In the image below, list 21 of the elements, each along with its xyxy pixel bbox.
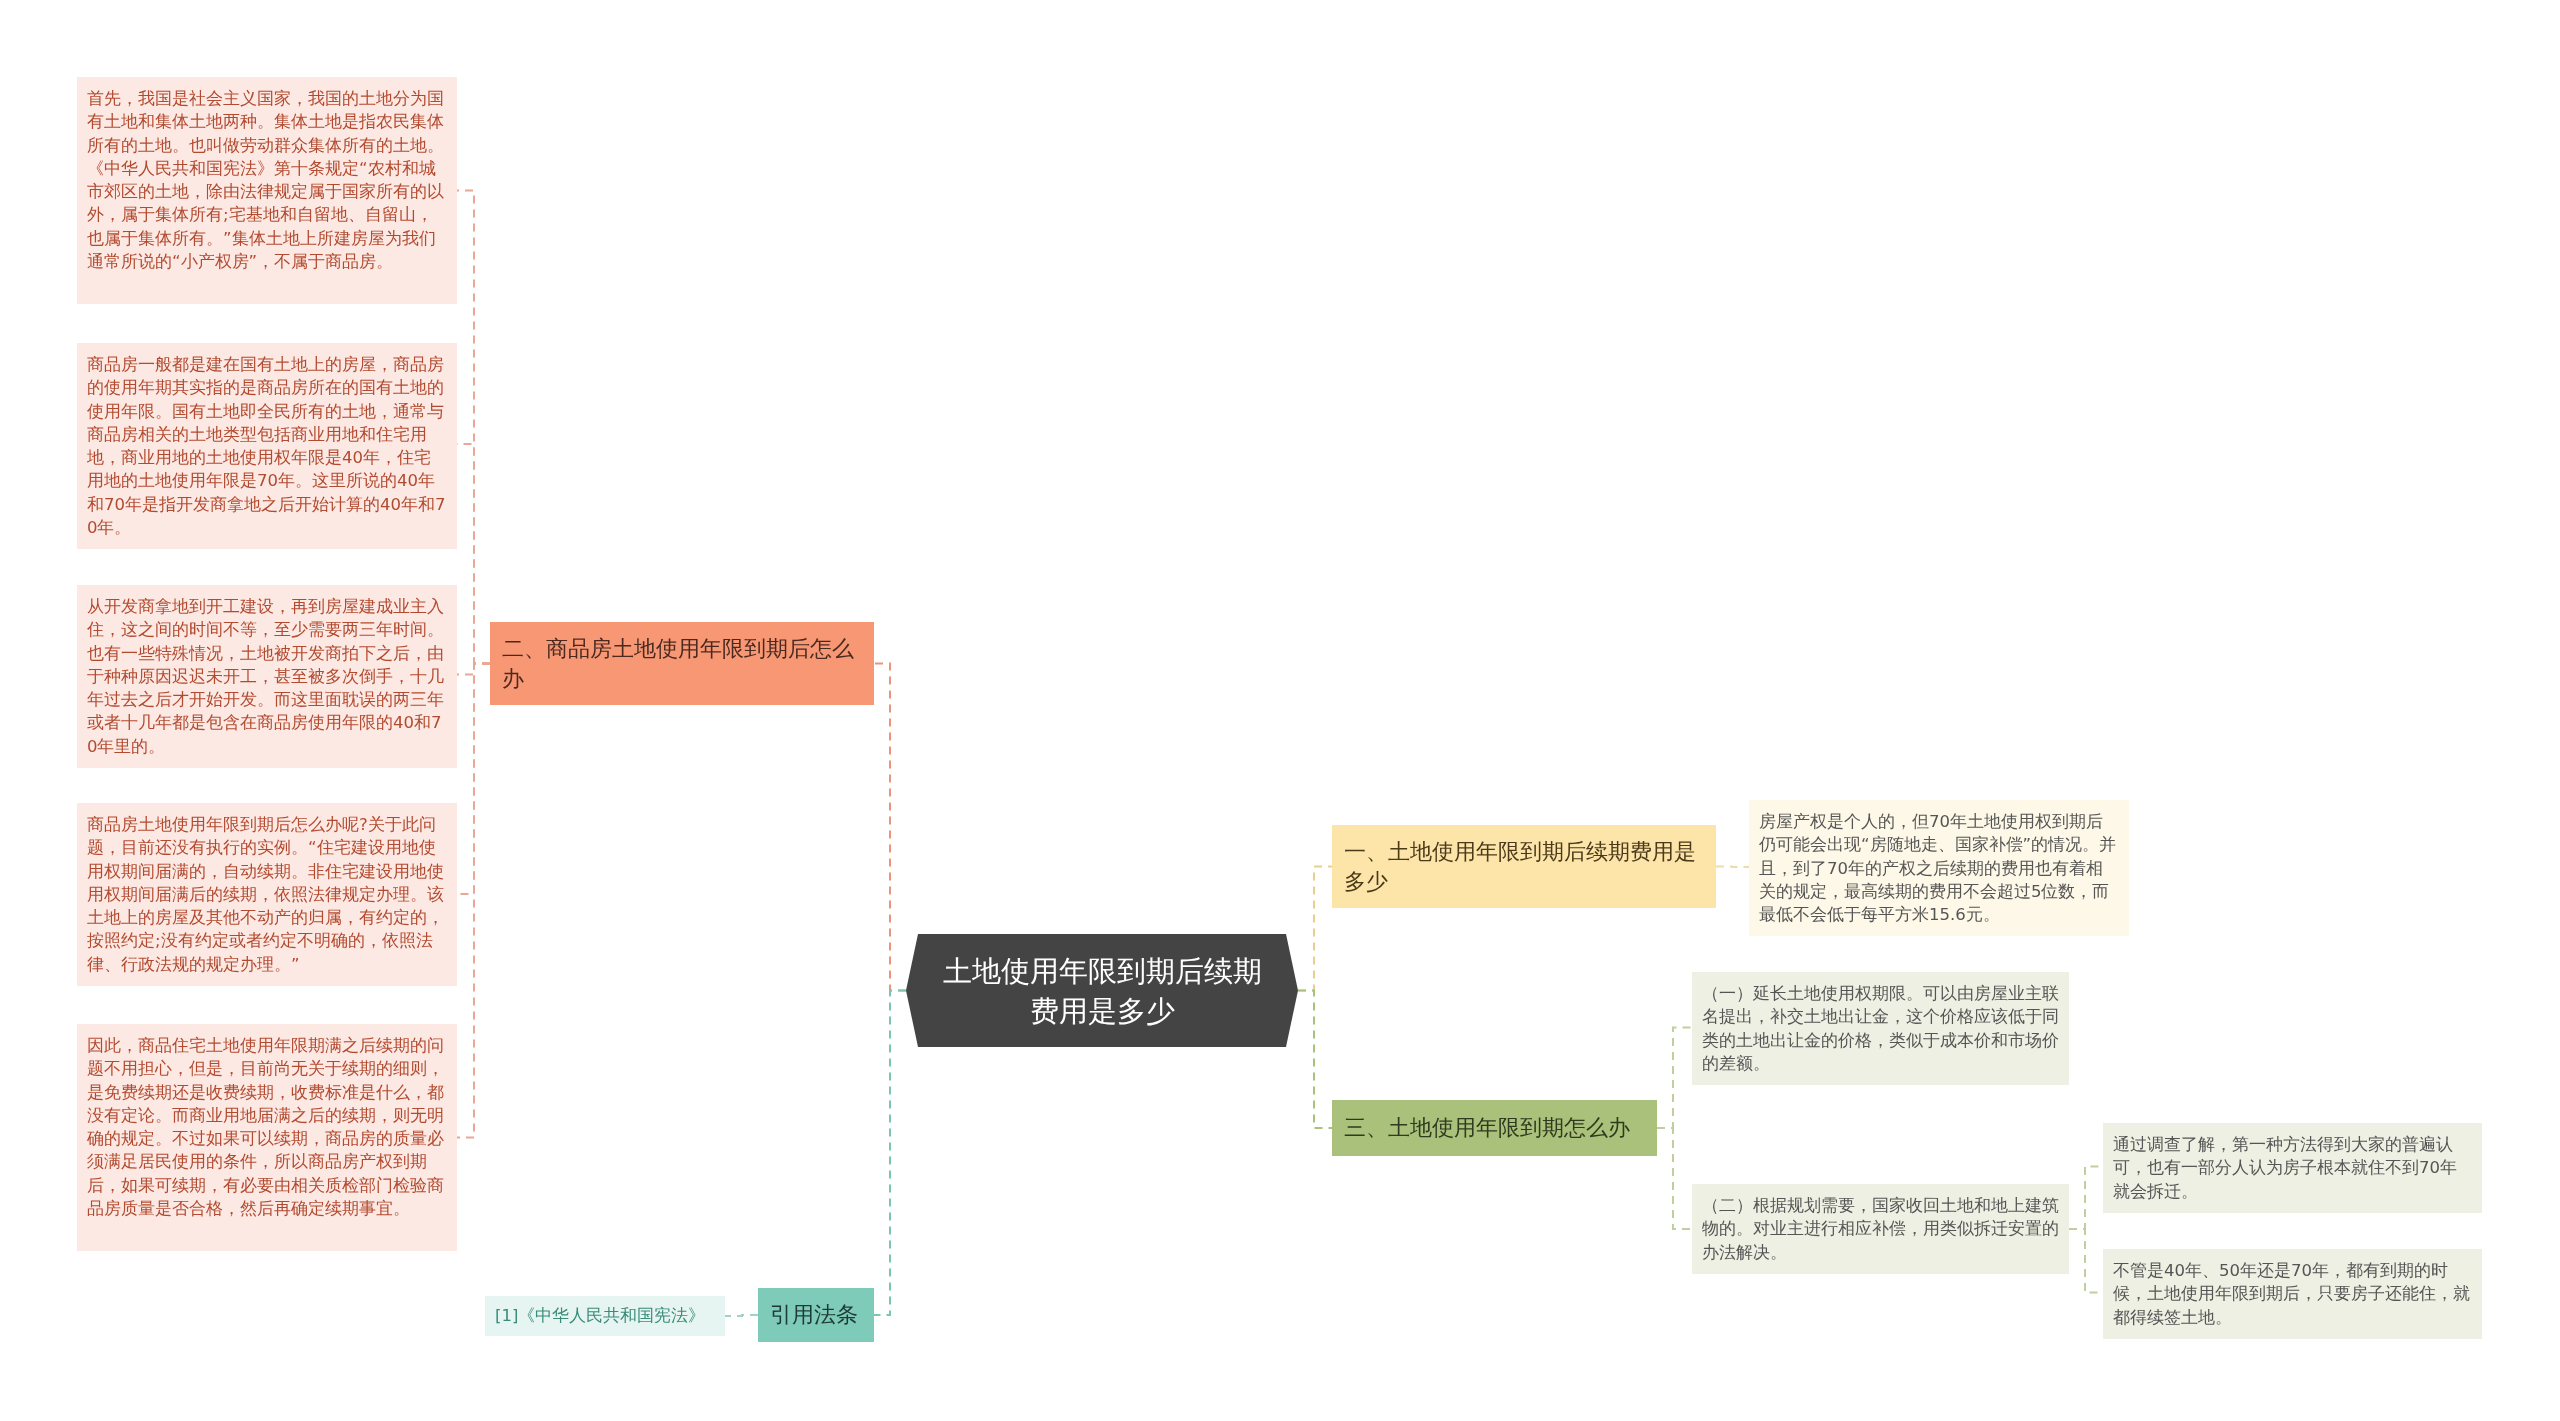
connector-line	[1656, 1127, 1693, 1230]
text-card: 商品房土地使用年限到期后怎么办呢?关于此问题，目前还没有执行的实例。“住宅建设用地使用权期间届满的，自动续期。非住宅建设用地使用权期间届满后的续期，依照法律规定办理。该土地上的房屋及其他不动产的归属，有约定的，按照约定;没有约定或者约定不明确的，依照法律、行政法规的规定办理。”	[77, 803, 457, 987]
citation-card: [1]《中华人民共和国宪法》	[485, 1296, 725, 1336]
branch-topic-box: 一、土地使用年限到期后续期费用是多少	[1332, 825, 1716, 908]
connector-line	[1297, 989, 1333, 1129]
branch-topic-box: 二、商品房土地使用年限到期后怎么办	[490, 622, 874, 705]
text-card: （二）根据规划需要，国家收回土地和地上建筑物的。对业主进行相应补偿，用类似拆迁安置的办法解决。	[1692, 1184, 2069, 1274]
text-card: 商品房一般都是建在国有土地上的房屋，商品房的使用年期其实指的是商品房所在的国有土地的使用年限。国有土地即全民所有的土地，通常与商品房相关的土地类型包括商业用地和住宅用地，商业用地的土地使用权年限是40年，住宅用地的土地使用年限是70年。这里所说的40年和70年是指开发商拿地之后开始计算的40年和70年。	[77, 343, 457, 550]
text-card: 首先，我国是社会主义国家，我国的土地分为国有土地和集体土地两种。集体土地是指农民集体所有的土地。也叫做劳动群众集体所有的土地。《中华人民共和国宪法》第十条规定“农村和城市郊区的土地，除由法律规定属于国家所有的以外，属于集体所有;宅基地和自留地、自留山，也属于集体所有。”集体土地上所建房屋为我们通常所说的“小产权房”，不属于商品房。	[77, 77, 457, 304]
text-card: 因此，商品住宅土地使用年限期满之后续期的问题不用担心，但是，目前尚无关于续期的细则，是免费续期还是收费续期，收费标准是什么，都没有定论。而商业用地届满之后的续期，则无明确的规定。不过如果可以续期，商品房的质量必须满足居民使用的条件，所以商品房产权到期后，如果可续期，有必要由相关质检部门检验商品房质量是否合格，然后再确定续期事宜。	[77, 1024, 457, 1251]
text-card: 房屋产权是个人的，但70年土地使用权到期后仍可能会出现“房随地走、国家补偿”的情况。并且，到了70年的产权之后续期的费用也有着相关的规定，最高续期的费用不会超过5位数，而最低不会低于每平方米15.6元。	[1749, 800, 2129, 937]
connector-line	[1715, 865, 1750, 868]
central-topic-box: 土地使用年限到期后续期费用是多少	[906, 934, 1298, 1047]
branch-topic-box: 引用法条	[758, 1288, 874, 1342]
connector-line	[873, 989, 907, 1316]
text-card: 通过调查了解，第一种方法得到大家的普遍认可，也有一部分人认为房子根本就住不到70年就会拆迁。	[2103, 1123, 2482, 1213]
branch-topic-box: 三、土地使用年限到期怎么办	[1332, 1100, 1657, 1156]
text-card: 从开发商拿地到开工建设，再到房屋建成业主入住，这之间的时间不等，至少需要两三年时间。也有一些特殊情况，土地被开发商拍下之后，由于种种原因迟迟未开工，甚至被多次倒手，十几年过去之后才开始开发。而这里面耽误的两三年或者十几年都是包含在商品房使用年限的40和70年里的。	[77, 585, 457, 769]
text-card: 不管是40年、50年还是70年，都有到期的时候，土地使用年限到期后，只要房子还能住，就都得续签土地。	[2103, 1249, 2482, 1339]
text-card: （一）延长土地使用权期限。可以由房屋业主联名提出，补交土地出让金，这个价格应该低于同类的土地出让金的价格，类似于成本价和市场价的差额。	[1692, 972, 2069, 1086]
connector-line	[724, 1314, 759, 1317]
